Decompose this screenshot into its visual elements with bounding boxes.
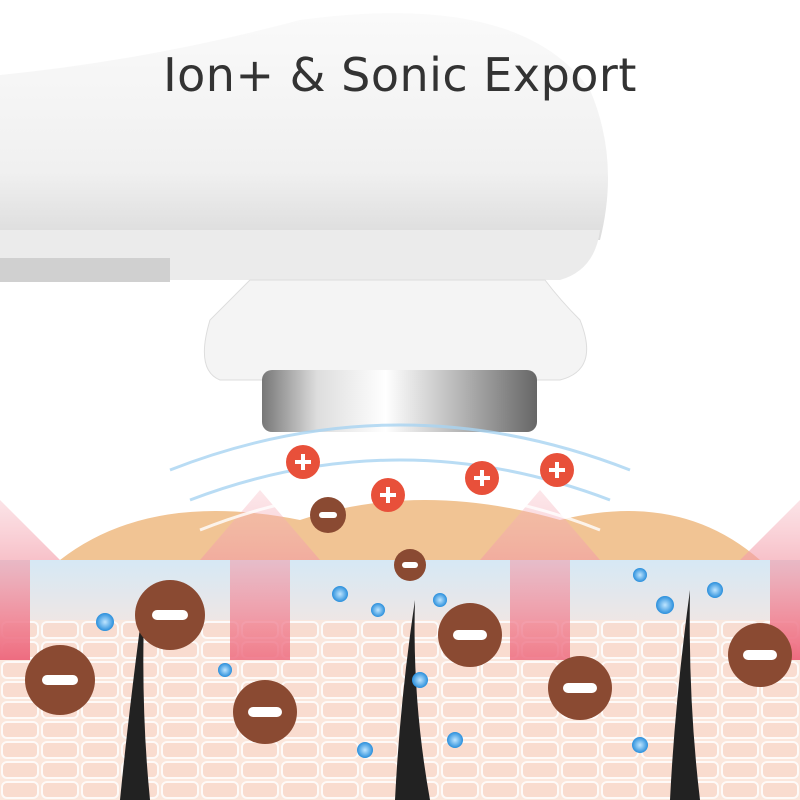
minus-dirt-icon [728, 623, 792, 687]
water-bubble-icon [96, 613, 114, 631]
positive-ions [286, 445, 574, 512]
device [0, 13, 608, 432]
plus-ion-icon [465, 461, 499, 495]
minus-dirt-icon [310, 497, 346, 533]
minus-dirt-icon [438, 603, 502, 667]
hair-follicles [120, 590, 700, 800]
plus-ion-icon [371, 478, 405, 512]
water-bubble-icon [218, 663, 232, 677]
water-bubble-icon [371, 603, 385, 617]
water-bubbles [96, 568, 723, 758]
minus-dirt-icon [25, 645, 95, 715]
water-bubble-icon [707, 582, 723, 598]
water-bubble-icon [656, 596, 674, 614]
minus-dirt-icon [135, 580, 205, 650]
plus-ion-icon [286, 445, 320, 479]
pull-arrows [0, 490, 800, 660]
water-bubble-icon [632, 737, 648, 753]
headline: Ion+ & Sonic Export [163, 48, 637, 102]
water-bubble-icon [357, 742, 373, 758]
plus-ion-icon [540, 453, 574, 487]
minus-dirt-icon [233, 680, 297, 744]
minus-dirt-icon [548, 656, 612, 720]
water-bubble-icon [633, 568, 647, 582]
water-bubble-icon [412, 672, 428, 688]
water-bubble-icon [433, 593, 447, 607]
water-bubble-icon [447, 732, 463, 748]
water-bubble-icon [332, 586, 348, 602]
dirt-particles [25, 497, 792, 744]
minus-dirt-icon [394, 549, 426, 581]
